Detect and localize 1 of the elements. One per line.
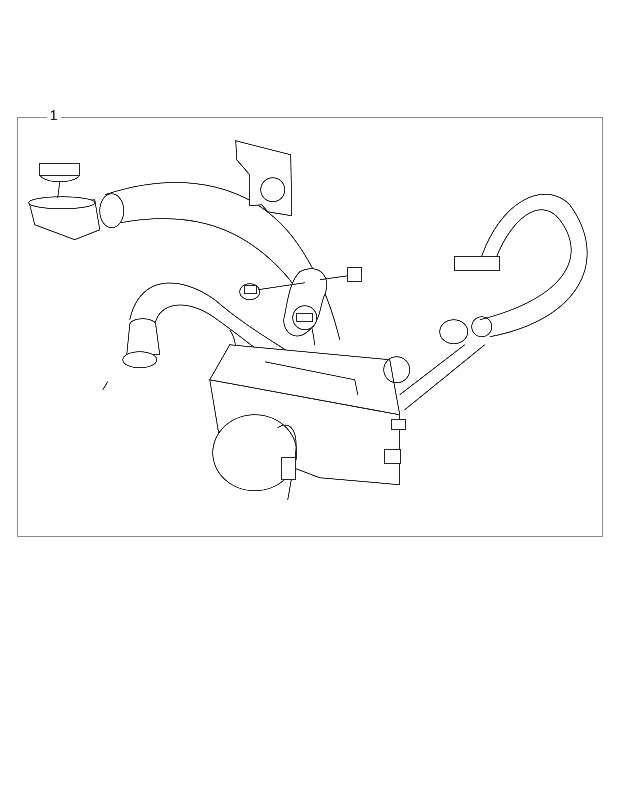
callout-number: 1 bbox=[47, 107, 61, 123]
